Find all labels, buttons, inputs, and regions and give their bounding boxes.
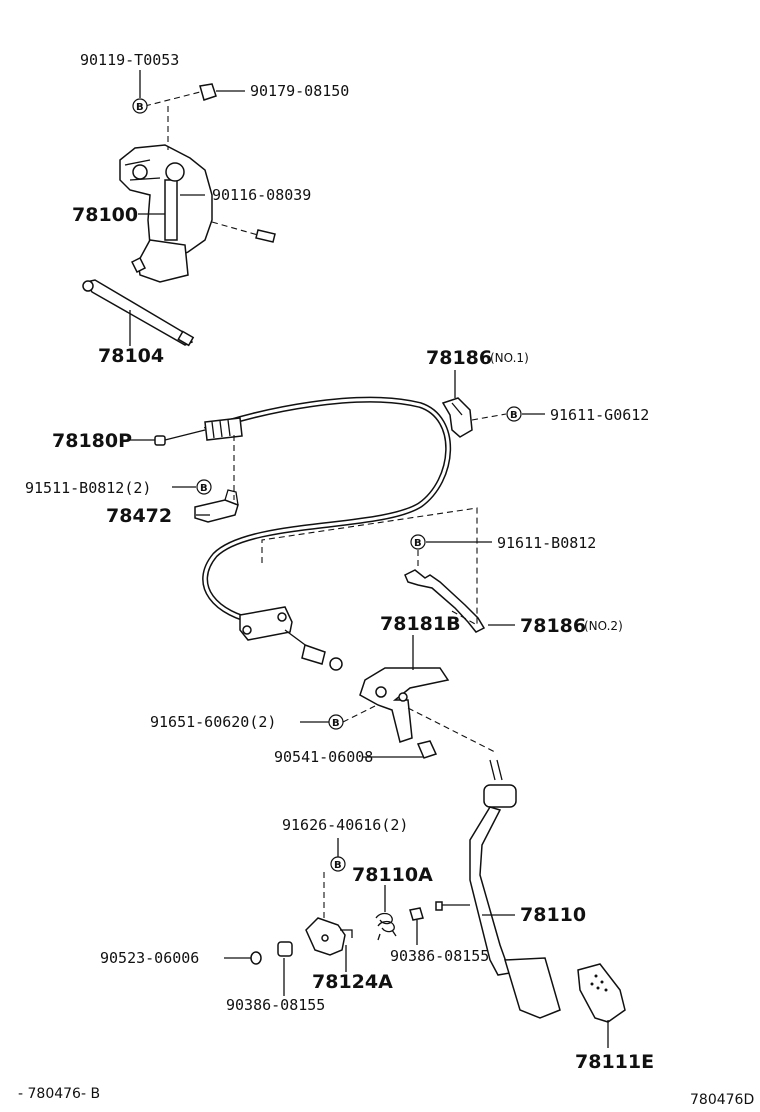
label-91611-G0612: 91611-G0612 bbox=[550, 406, 649, 424]
svg-text:B: B bbox=[136, 102, 144, 113]
footer-right-code: 780476D bbox=[690, 1092, 754, 1108]
bolt-marker-b-2: B bbox=[506, 406, 522, 422]
label-78181B: 78181B bbox=[380, 613, 461, 635]
bushing-90386-a bbox=[409, 907, 424, 921]
link-rod bbox=[82, 279, 195, 347]
svg-text:B: B bbox=[332, 718, 340, 729]
label-78104: 78104 bbox=[98, 345, 164, 367]
bolt-marker-b-4: B bbox=[410, 534, 426, 550]
label-78472: 78472 bbox=[106, 505, 172, 527]
nut-90523 bbox=[250, 951, 262, 965]
label-78124A: 78124A bbox=[312, 971, 393, 993]
bolt-marker-b-6: B bbox=[330, 856, 346, 872]
svg-text:B: B bbox=[510, 410, 518, 421]
label-78186-no1-note: (NO.1) bbox=[490, 351, 529, 365]
bushing-90386-b bbox=[277, 941, 293, 957]
label-78100: 78100 bbox=[72, 204, 138, 226]
bolt-marker-b-3: B bbox=[196, 479, 212, 495]
label-91626-40616: 91626-40616(2) bbox=[282, 816, 408, 834]
label-91611-B0812: 91611-B0812 bbox=[497, 534, 596, 552]
label-90386-08155-a: 90386-08155 bbox=[390, 947, 489, 965]
label-78110: 78110 bbox=[520, 904, 586, 926]
label-78180P: 78180P bbox=[52, 430, 132, 452]
label-78110A: 78110A bbox=[352, 864, 433, 886]
throttle-link-assembly bbox=[119, 144, 213, 283]
label-78186-no2: 78186 bbox=[520, 615, 586, 637]
svg-text:B: B bbox=[334, 860, 342, 871]
label-91511-B0812: 91511-B0812(2) bbox=[25, 479, 151, 497]
accelerator-cable bbox=[154, 396, 452, 671]
label-90179-08150: 90179-08150 bbox=[250, 82, 349, 100]
bolt-90541 bbox=[416, 740, 438, 759]
label-91651-60620: 91651-60620(2) bbox=[150, 713, 276, 731]
label-78186-no1: 78186 bbox=[426, 347, 492, 369]
label-90116-08039: 90116-08039 bbox=[212, 186, 311, 204]
screw-90116 bbox=[255, 229, 276, 243]
footer-left-code: - 780476- B bbox=[18, 1086, 100, 1102]
cable-bracket bbox=[194, 489, 239, 523]
label-90523-06006: 90523-06006 bbox=[100, 949, 199, 967]
label-90386-08155-b: 90386-08155 bbox=[226, 996, 325, 1014]
bolt-marker-b-1: B bbox=[132, 98, 148, 114]
pedal-arm bbox=[435, 759, 561, 1019]
label-90541-06008: 90541-06008 bbox=[274, 748, 373, 766]
label-78186-no2-note: (NO.2) bbox=[584, 619, 623, 633]
cable-clamp-no1 bbox=[441, 397, 473, 438]
pedal-bracket bbox=[359, 667, 450, 743]
bolt-90179 bbox=[199, 83, 217, 101]
svg-text:B: B bbox=[414, 538, 422, 549]
svg-text:B: B bbox=[200, 483, 208, 494]
bolt-marker-b-5: B bbox=[328, 714, 344, 730]
pedal-pad bbox=[577, 963, 626, 1023]
stopper-bracket bbox=[305, 917, 353, 956]
return-spring bbox=[375, 912, 397, 941]
label-78111E: 78111E bbox=[575, 1051, 654, 1073]
label-90119-T0053: 90119-T0053 bbox=[80, 51, 179, 69]
cable-clamp-no2 bbox=[404, 569, 486, 633]
